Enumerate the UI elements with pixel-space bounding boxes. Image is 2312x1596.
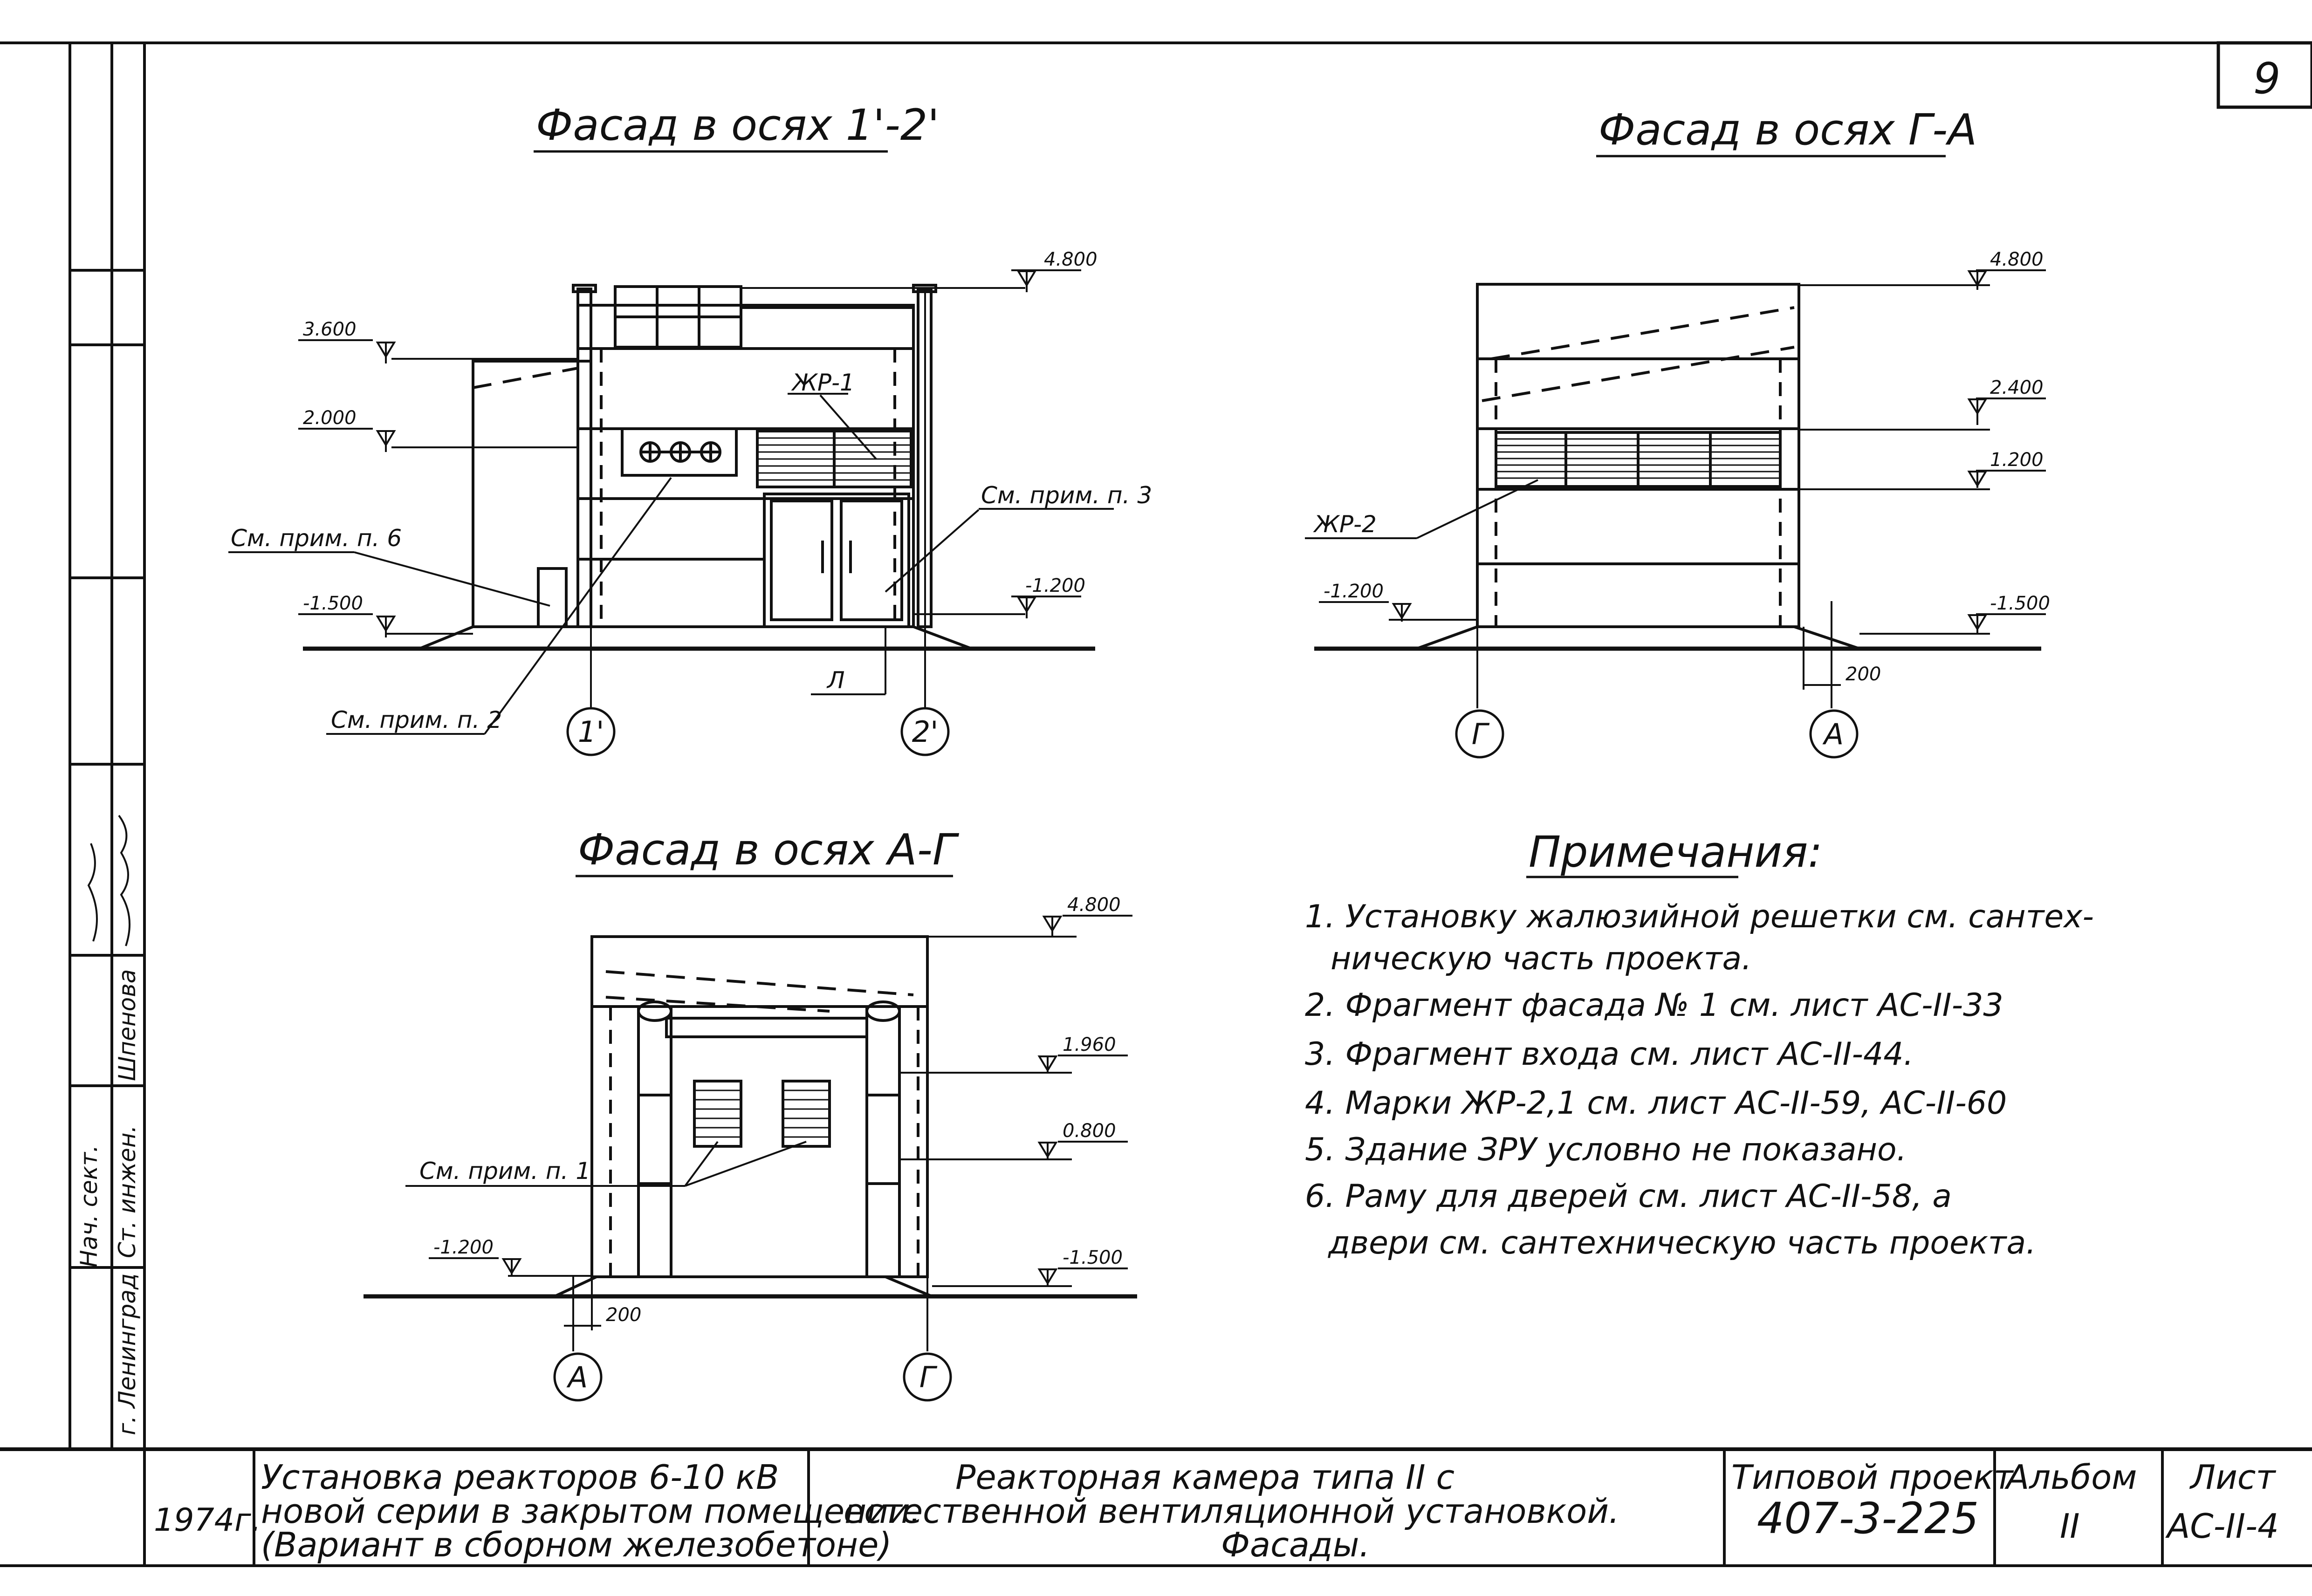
elev-m1500-a: -1.500 [303,593,363,614]
title-drawing-3: Фасады. [1221,1525,1370,1564]
label-note1: См. прим. п. 1 [419,1158,590,1185]
note-1b: ническую часть проекта. [1331,940,1752,977]
elev-1200-b: 1.200 [1990,449,2044,471]
elev-m1200-a: -1.200 [1025,575,1085,596]
note-5: 5. Здание ЗРУ условно не показано. [1305,1131,1907,1168]
axis-g-right: Г [1472,717,1490,751]
facade-g-a: Фасад в осях Г-А [1305,105,2050,759]
axis-g-left: Г [919,1360,938,1394]
side-strip: г. Ленинград Нач. сект. Ст. инжен. Шпено… [69,43,144,1449]
title-facade-a-g: Фасад в осях А-Г [578,825,960,875]
elev-m1500-c: -1.500 [1063,1247,1123,1268]
elev-1960-c: 1.960 [1063,1034,1116,1055]
dim-200-right: 200 [1845,664,1881,685]
label-jr1: ЖР-1 [791,369,855,396]
label-note3: См. прим. п. 3 [981,482,1152,509]
note-4: 4. Марки ЖР-2,1 см. лист АС-II-59, АС-II… [1305,1085,2007,1122]
elev-m1500-b: -1.500 [1990,593,2050,614]
elev-0800-c: 0.800 [1063,1120,1116,1142]
side-city: г. Ленинград [114,1273,141,1435]
axis-1-prime: 1' [578,715,604,749]
label-jr2: ЖР-2 [1313,511,1377,538]
notes-block: Примечания: 1. Установку жалюзийной реше… [1305,827,2094,1261]
side-signature [118,815,130,946]
title-block: 1974г. Установка реакторов 6-10 кВ новой… [154,1449,2279,1566]
dim-200-left: 200 [606,1304,641,1326]
side-role-3: Шпенова [114,969,141,1081]
note-1a: 1. Установку жалюзийной решетки см. сант… [1305,898,2094,935]
title-year: 1974г. [154,1502,261,1539]
title-subject-2: новой серии в закрытом помещении. [261,1492,921,1531]
elev-4800-a: 4.800 [1044,249,1098,270]
title-subject-3: (Вариант в сборном железобетоне) [261,1525,892,1564]
axis-2-prime: 2' [912,715,939,749]
sheet-label: Лист [2189,1458,2277,1497]
label-l: Л [826,667,845,694]
elev-m1200-c: -1.200 [433,1237,494,1258]
elev-2400-b: 2.400 [1990,377,2044,398]
note-2: 2. Фрагмент фасада № 1 см. лист АС-II-33 [1305,987,2003,1024]
sheet-number-box: 9 [2216,41,2312,109]
title-drawing-1: Реакторная камера типа II с [955,1458,1454,1497]
notes-heading: Примечания: [1529,827,1822,877]
label-note6: См. прим. п. 6 [231,525,402,552]
side-role-2: Ст. инжен. [114,1125,141,1258]
elev-2000-a: 2.000 [303,407,357,429]
album-value: II [2060,1507,2079,1546]
sheet-frame [0,41,2312,1567]
title-facade-g-a: Фасад в осях Г-А [1599,105,1977,155]
title-facade-1-2: Фасад в осях 1'-2' [536,100,940,150]
note-3: 3. Фрагмент входа см. лист АС-II-44. [1305,1036,1914,1073]
project-number: 407-3-225 [1757,1493,1979,1543]
elev-3600-a: 3.600 [303,319,357,340]
sheet-value: АС-II-4 [2165,1507,2279,1546]
facade-a-g: Фасад в осях А-Г [364,825,1137,1402]
elev-4800-c: 4.800 [1067,894,1121,916]
note-6a: 6. Раму для дверей см. лист АС-II-58, а [1305,1178,1952,1215]
title-subject-1: Установка реакторов 6-10 кВ [261,1458,779,1497]
note-6b: двери см. сантехническую часть проекта. [1328,1225,2036,1261]
elev-m1200-b: -1.200 [1324,581,1384,602]
title-drawing-2: естественной вентиляционной установкой. [844,1492,1619,1531]
side-role-1: Нач. сект. [75,1145,103,1267]
sheet-number: 9 [2253,54,2281,103]
axis-a-right: А [1822,717,1844,751]
axis-a-left: А [566,1360,588,1394]
album-label: Альбом [2004,1458,2137,1497]
elev-4800-b: 4.800 [1990,249,2044,270]
facade-1-2: Фасад в осях 1'-2' [228,100,1152,756]
project-label: Типовой проект [1731,1458,2014,1497]
label-note2: См. прим. п. 2 [331,706,502,733]
